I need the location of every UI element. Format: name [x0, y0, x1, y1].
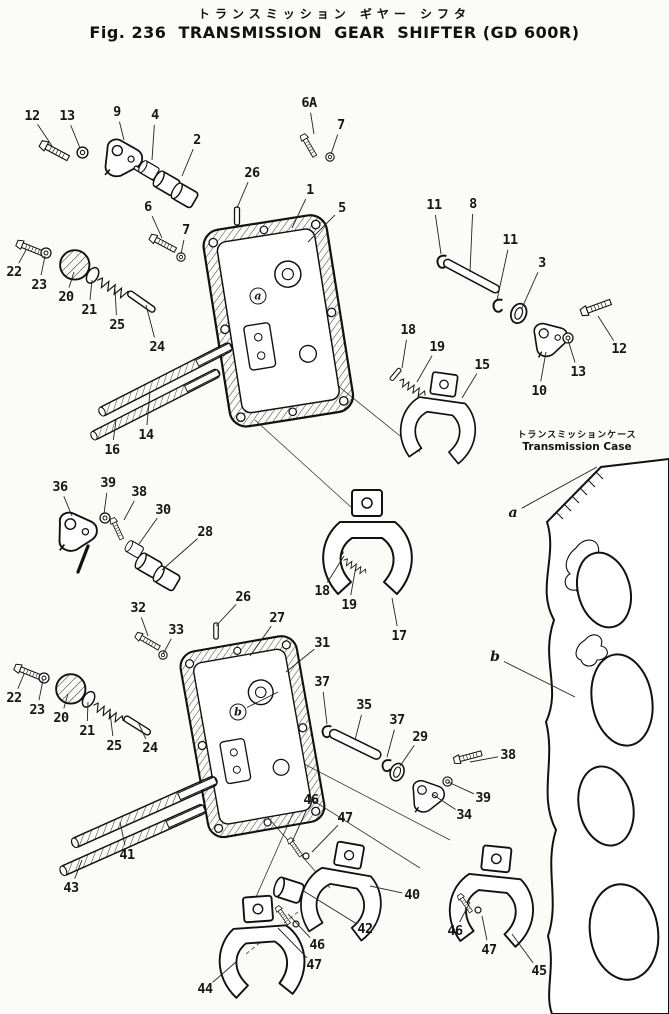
snap-11b	[491, 297, 505, 314]
transmission-case-label-japanese: トランスミッションケース	[517, 430, 637, 441]
lock-47b	[292, 920, 300, 928]
cover-plate-top	[200, 211, 357, 431]
seal-ring-3	[507, 300, 531, 327]
washer-7	[176, 252, 186, 262]
shift-fork-44	[214, 892, 308, 1000]
bolt-6a	[298, 132, 319, 159]
figure-header: トランスミッション ギヤー シフタ Fig. 236 TRANSMISSION …	[0, 5, 669, 42]
link-rod-8	[442, 258, 501, 294]
collar-42	[270, 875, 306, 905]
top-assembly	[14, 132, 613, 595]
link-rod-35	[328, 728, 382, 760]
shift-lever-9	[101, 137, 146, 182]
washer-23-bottom	[38, 672, 50, 684]
dowel-pin-26-bottom	[213, 622, 219, 640]
washer-23-top	[40, 247, 52, 259]
seal-ring-29	[386, 760, 408, 784]
plunger-24-bottom	[123, 715, 152, 736]
dowel-pin-26-top	[233, 206, 241, 226]
figure-title: Fig. 236 TRANSMISSION GEAR SHIFTER (GD 6…	[89, 23, 580, 42]
lock-47a	[302, 852, 310, 860]
bottom-assembly	[12, 510, 541, 1000]
plunger-24-top	[127, 290, 156, 313]
spring-25-bottom	[90, 700, 126, 726]
transmission-case	[544, 457, 669, 1014]
set-screw-46a	[285, 836, 305, 859]
washer-33	[158, 650, 168, 660]
washer-39-right	[442, 776, 453, 787]
lock-47c	[474, 906, 482, 914]
bolt-38-left	[108, 516, 126, 542]
bolt-12-right	[578, 296, 613, 318]
knob-20-21-top	[59, 249, 102, 286]
knob-20-21-bottom	[55, 673, 98, 710]
shift-fork-40	[295, 835, 392, 944]
washer-39-left	[99, 512, 111, 524]
bolt-6	[147, 232, 179, 255]
shift-fork-15	[396, 367, 484, 467]
bolt-38-right	[452, 748, 484, 766]
shift-fork-17	[322, 489, 413, 595]
washer-7-top	[325, 152, 335, 162]
spring-25-top	[94, 275, 132, 302]
leader-lines	[17, 112, 615, 983]
spring-19-top	[396, 376, 428, 400]
transmission-case-label: Transmission Case	[522, 441, 632, 453]
lever-34	[412, 779, 446, 814]
bolt-22-top	[14, 238, 46, 259]
shift-lever-36	[56, 510, 100, 555]
washer-13-top	[76, 146, 89, 159]
bolt-12-top	[37, 138, 72, 164]
figure-title-japanese: トランスミッション ギヤー シフタ	[197, 7, 472, 21]
pin-18-top	[388, 367, 403, 382]
